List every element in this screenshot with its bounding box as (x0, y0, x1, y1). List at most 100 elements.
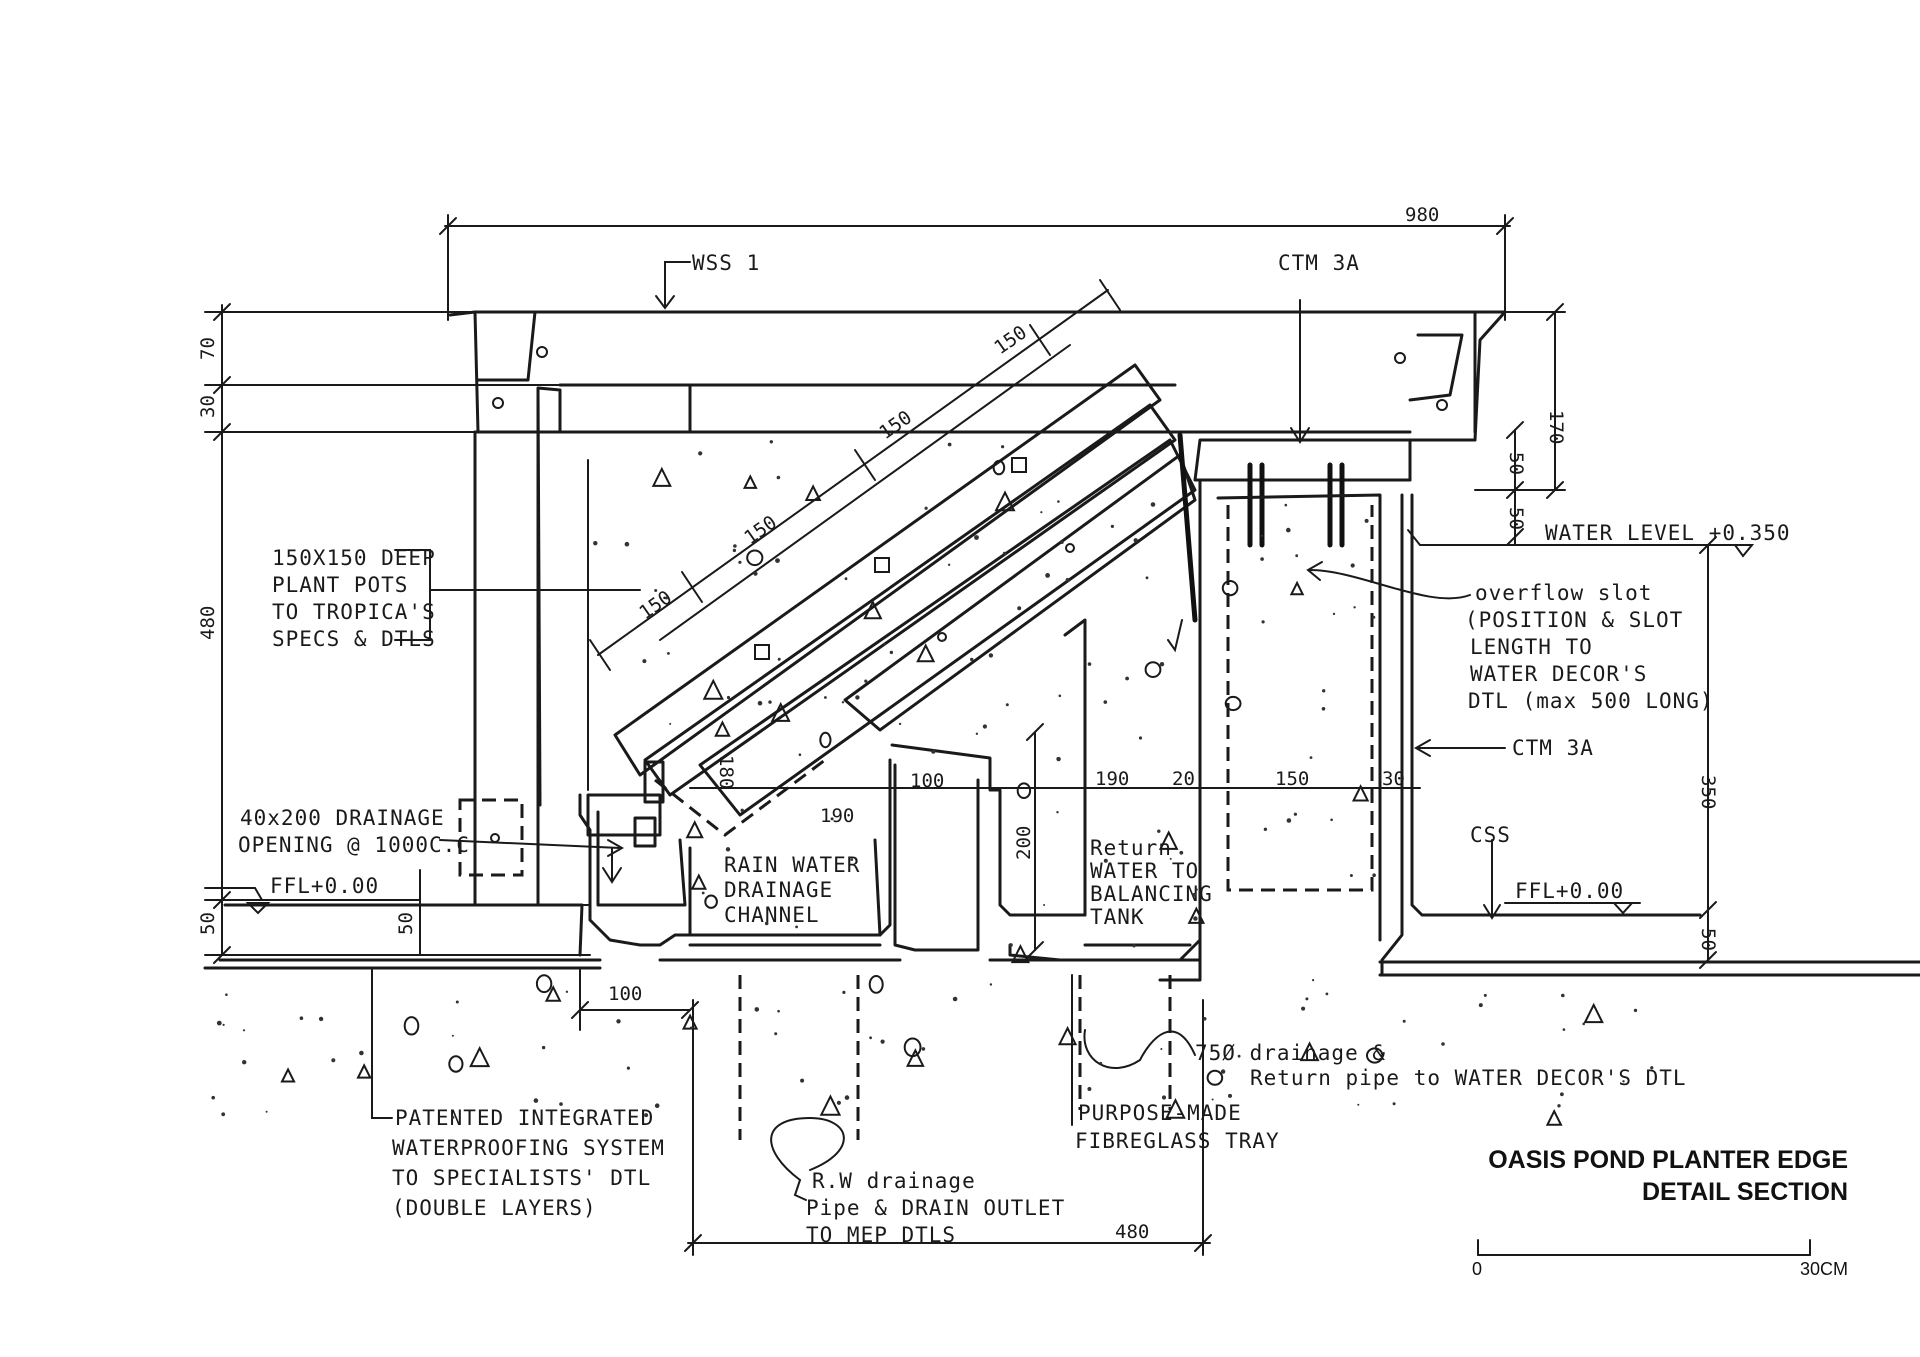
aggregate-dot (1043, 904, 1046, 906)
aggregate-dot (1350, 563, 1355, 568)
aggregate-dot (1321, 707, 1326, 711)
aggregate-dot (1372, 615, 1376, 619)
aggregate-dot (1295, 554, 1299, 558)
rain-water-line2: DRAINAGE (724, 878, 833, 902)
aggregate-dot (931, 749, 936, 754)
aggregate-dot (776, 475, 781, 480)
aggregate-dot (757, 700, 763, 706)
aggregate-dot (1560, 1092, 1564, 1097)
aggregate-dot (359, 1050, 364, 1056)
tray-line1: PURPOSE-MADE (1078, 1101, 1242, 1125)
aggregate-dot (654, 589, 658, 592)
aggregate-triangle (1165, 1098, 1186, 1119)
aggregate-pebble (903, 1037, 922, 1058)
aggregate-dot (1192, 892, 1197, 897)
aggregate-dot (942, 639, 945, 642)
aggregate-dot (1309, 756, 1313, 759)
note-pipe: 75Ø drainage & Return pipe to WATER DECO… (1083, 1029, 1686, 1090)
dim-170: 170 (1545, 410, 1567, 444)
note-waterproofing: PATENTED INTEGRATED WATERPROOFING SYSTEM… (371, 969, 664, 1220)
ctm-top-tag: CTM 3A (1278, 251, 1359, 444)
scale-bar: 0 30CM (1472, 1239, 1848, 1279)
note-overflow: overflow slot (POSITION & SLOT LENGTH TO… (1306, 561, 1713, 713)
aggregate-triangle (1187, 906, 1206, 924)
aggregate-dot (777, 1009, 780, 1013)
aggregate-dot (774, 1032, 778, 1036)
aggregate-dot (769, 440, 773, 444)
aggregate-dot (844, 577, 848, 581)
aggregate-triangle (819, 1094, 842, 1116)
aggregate-dot (1228, 1093, 1232, 1098)
aggregate-dot (1293, 812, 1297, 816)
aggregate-dot (1087, 662, 1092, 666)
aggregate-dot (451, 1034, 454, 1037)
aggregate-dot (1202, 1017, 1207, 1021)
aggregate-dot (1284, 503, 1288, 507)
aggregate-dot (1133, 538, 1138, 543)
aggregate-dot (1330, 818, 1333, 822)
aggregate-dot (1260, 557, 1264, 561)
note-rw-drainage: R.W drainage Pipe & DRAIN OUTLET TO MEP … (770, 1116, 1065, 1247)
aggregate-dot (565, 990, 569, 993)
aggregate-dot (1045, 573, 1050, 578)
aggregate-dot (1005, 703, 1009, 707)
aggregate-dot (1441, 1042, 1445, 1046)
wss-tag: WSS 1 (655, 251, 759, 310)
aggregate-triangle (804, 484, 822, 501)
aggregate-dot (654, 1103, 660, 1108)
aggregate-dot (982, 724, 988, 729)
aggregate-pebble (1224, 695, 1242, 712)
right-coping-wall (1158, 310, 1920, 982)
aggregate-dot (1349, 874, 1353, 877)
dim-pot1: 150 (635, 586, 676, 624)
pipe-line1: 75Ø drainage & (1195, 1041, 1386, 1065)
aggregate-dot (1001, 445, 1005, 449)
aggregate-triangle (1299, 1041, 1320, 1062)
aggregate-dot (883, 642, 886, 645)
aggregate-triangle (681, 1013, 699, 1030)
aggregate-pebble (868, 975, 884, 994)
note-plant-pots: 150X150 DEEP PLANT POTS TO TROPICA'S SPE… (272, 546, 641, 651)
waterproofing-line4: (DOUBLE LAYERS) (392, 1196, 597, 1220)
aggregate-dot (644, 1113, 649, 1118)
aggregate-triangle (994, 490, 1016, 512)
aggregate-dot (222, 1023, 225, 1026)
aggregate-dot (689, 1026, 693, 1030)
aggregate-dot (1125, 676, 1129, 681)
aggregate-dot (451, 1115, 455, 1119)
title-block: OASIS POND PLANTER EDGE DETAIL SECTION (1488, 1146, 1848, 1206)
waterproofing-line1: PATENTED INTEGRATED (395, 1106, 654, 1130)
note-return-water: Return WATER TO BALANCING TANK (1090, 836, 1212, 929)
aggregate-dot (221, 1112, 226, 1117)
aggregate-dot (1040, 511, 1043, 514)
rw-drainage-line2: Pipe & DRAIN OUTLET (806, 1196, 1065, 1220)
aggregate-dot (988, 653, 994, 658)
water-level-line: WATER LEVEL +0.350 (1407, 521, 1790, 558)
aggregate-pebble (448, 1055, 464, 1073)
aggregate-dot (974, 535, 979, 540)
dim-pot2: 150 (740, 511, 781, 549)
aggregate-triangle (905, 1048, 925, 1067)
aggregate-triangle (651, 466, 672, 487)
aggregate-dot (777, 657, 781, 661)
dim-30-b: 30 (1382, 768, 1405, 790)
aggregate-dot (1263, 827, 1268, 831)
note-drainage-opening: 40x200 DRAINAGE OPENING @ 1000C.C (238, 806, 625, 857)
overflow-line3: LENGTH TO (1470, 635, 1593, 659)
aggregate-dot (1000, 639, 1004, 643)
aggregate-pebble (1366, 1047, 1384, 1064)
aggregate-dot (726, 695, 731, 700)
aggregate-triangle (1010, 943, 1030, 964)
ffl-right-label: FFL+0.00 (1515, 879, 1624, 903)
aggregate-dot (842, 990, 846, 995)
rain-water-line1: RAIN WATER (724, 853, 860, 877)
css-label: CSS (1470, 823, 1511, 847)
aggregate-dot (1099, 1061, 1103, 1065)
aggregate-dot (898, 722, 902, 726)
aggregate-dot (924, 506, 928, 510)
aggregate-triangle (1583, 1002, 1604, 1024)
aggregate-dot (1392, 1102, 1396, 1106)
dim-100-b: 100 (608, 983, 642, 1005)
aggregate-dot (855, 695, 860, 700)
plant-pots-line2: PLANT POTS (272, 573, 408, 597)
